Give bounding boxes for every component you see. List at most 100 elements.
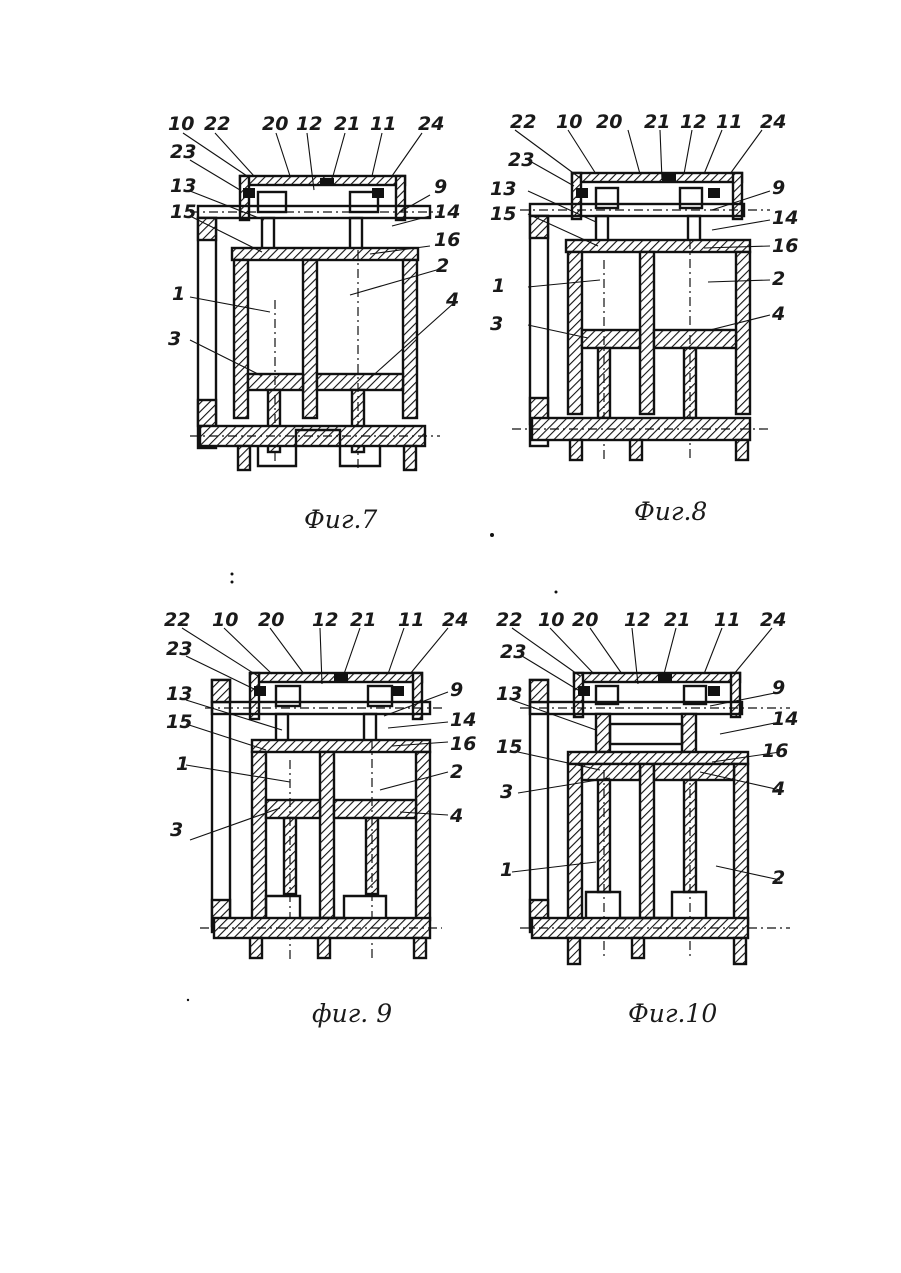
- bearing-leg: [570, 440, 582, 460]
- housing-right-wall: [396, 176, 405, 220]
- label: 13: [170, 175, 196, 197]
- label: 1: [176, 753, 189, 775]
- bearing-leg: [238, 446, 250, 470]
- label: 14: [772, 207, 798, 229]
- label: 22: [164, 609, 190, 631]
- label: 21: [334, 113, 360, 135]
- valve-element: [576, 188, 588, 198]
- label: 23: [166, 638, 192, 660]
- piston-3: [582, 764, 640, 780]
- label: 15: [170, 201, 196, 223]
- label: 14: [772, 708, 798, 730]
- label: 2: [772, 867, 785, 889]
- figure-8: 22 10 20 21 12 11 24 23 13 9 15 14 16 1 …: [490, 111, 798, 526]
- bearing-leg: [404, 446, 416, 470]
- label: 24: [418, 113, 444, 135]
- label: 11: [370, 113, 396, 135]
- housing-right-wall: [413, 673, 422, 719]
- label: 9: [434, 176, 447, 198]
- label: 9: [450, 679, 463, 701]
- label: 1: [492, 275, 505, 297]
- figure-7: 10 22 20 12 21 11 24 23 13 9 15 14 16 1 …: [168, 113, 460, 534]
- label: 2: [772, 268, 785, 290]
- valve-element: [708, 188, 720, 198]
- valve-element: [662, 174, 676, 181]
- housing-right-wall: [731, 673, 740, 717]
- label: 11: [398, 609, 424, 631]
- label: 4: [445, 289, 459, 311]
- label: 23: [170, 141, 196, 163]
- label: 4: [771, 303, 785, 325]
- label: 15: [166, 711, 192, 733]
- valve-element: [392, 686, 404, 696]
- label: 16: [772, 235, 798, 257]
- label: 13: [496, 683, 522, 705]
- bearing-leg: [734, 938, 746, 964]
- label: 16: [762, 740, 788, 762]
- label: 12: [312, 609, 338, 631]
- label: 9: [772, 677, 785, 699]
- piston-4: [654, 330, 736, 348]
- label: 2: [450, 761, 463, 783]
- side-column-foot: [198, 400, 216, 426]
- cylinder-wall-right: [736, 252, 750, 414]
- label: 22: [510, 111, 536, 133]
- label: 12: [624, 609, 650, 631]
- label: 15: [490, 203, 516, 225]
- label: 3: [500, 781, 513, 803]
- rod-13: [596, 216, 608, 242]
- rod-13: [596, 714, 610, 752]
- chamber-12: [610, 724, 682, 744]
- label: 20: [596, 111, 622, 133]
- rod-14: [364, 714, 376, 742]
- housing-right-wall: [733, 173, 742, 219]
- plate-16: [568, 752, 748, 764]
- label: 24: [760, 609, 786, 631]
- rod-13: [276, 714, 288, 742]
- label: 13: [166, 683, 192, 705]
- piston-3: [266, 800, 320, 818]
- label: 12: [680, 111, 706, 133]
- label: 23: [500, 641, 526, 663]
- label: 24: [760, 111, 786, 133]
- rod-14: [682, 714, 696, 752]
- label: 15: [496, 736, 522, 758]
- label: 10: [212, 609, 238, 631]
- label: 22: [204, 113, 230, 135]
- label: 23: [508, 149, 534, 171]
- cylinder-wall-middle: [640, 764, 654, 924]
- bearing-leg: [630, 440, 642, 460]
- label: 3: [170, 819, 183, 841]
- valve-element: [254, 686, 266, 696]
- label: 12: [296, 113, 322, 135]
- label: 16: [434, 229, 460, 251]
- side-column-cap: [530, 680, 548, 702]
- side-column: [530, 680, 548, 932]
- piston-3: [582, 330, 640, 348]
- bearing-leg: [632, 938, 644, 958]
- label: 21: [350, 609, 376, 631]
- bearing-leg: [736, 440, 748, 460]
- bearing-leg: [250, 938, 262, 958]
- piston-4: [334, 800, 416, 818]
- valve-element: [334, 674, 348, 681]
- cylinder-wall-middle: [303, 260, 317, 418]
- bearing-leg: [414, 938, 426, 958]
- piston-4: [317, 374, 403, 390]
- label: 22: [496, 609, 522, 631]
- label: 3: [490, 313, 503, 335]
- label: 3: [168, 328, 181, 350]
- label: 20: [262, 113, 288, 135]
- label: 14: [450, 709, 476, 731]
- top-cover-plate: [572, 173, 742, 182]
- label: 10: [168, 113, 194, 135]
- cylinder-wall-middle: [320, 752, 334, 920]
- label: 9: [772, 177, 785, 199]
- label: 2: [436, 255, 449, 277]
- label: 24: [442, 609, 468, 631]
- figure-caption: фиг. 9: [312, 999, 392, 1028]
- label: 4: [771, 778, 785, 800]
- side-column-cap: [212, 680, 230, 702]
- plate-16: [252, 740, 430, 752]
